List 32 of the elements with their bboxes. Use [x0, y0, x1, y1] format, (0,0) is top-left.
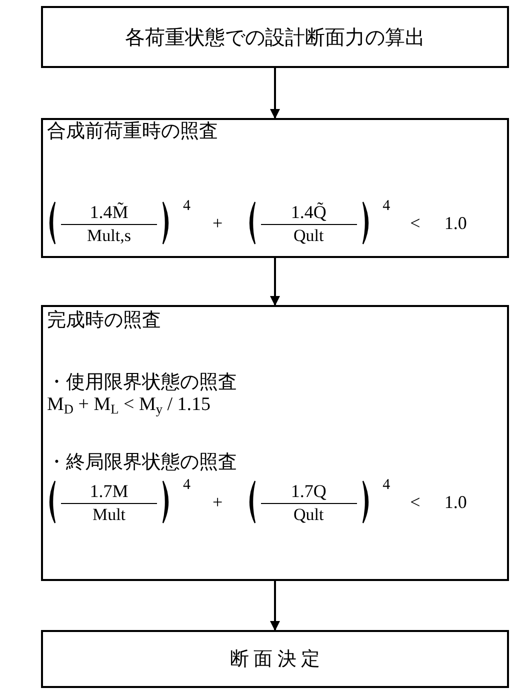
process-box	[41, 6, 509, 68]
arrow	[270, 258, 280, 306]
denominator: Mult,s	[86, 226, 132, 246]
numerator: 1.7Q	[290, 480, 328, 502]
numerator: 1.4M̃	[88, 200, 130, 222]
numerator: 1.7M	[88, 480, 130, 502]
operator: <	[410, 492, 420, 512]
exponent: 4	[382, 477, 390, 493]
process-box	[41, 630, 509, 688]
arrow	[270, 68, 280, 119]
process-box	[41, 305, 509, 581]
check-item: ・終局限界状態の照査	[47, 453, 237, 474]
process-title: 断 面 決 定	[230, 648, 320, 672]
section-heading: 合成前荷重時の照査	[47, 122, 218, 143]
exponent: 4	[382, 198, 390, 214]
check-item: ・使用限界状態の照査	[47, 373, 237, 394]
operator: +	[212, 212, 223, 234]
operator: +	[212, 492, 223, 512]
value: 1.0	[444, 492, 467, 512]
operator: <	[410, 212, 420, 234]
value: 1.0	[444, 212, 467, 234]
process-box	[41, 118, 509, 258]
section-heading: 完成時の照査	[47, 311, 161, 332]
denominator: Qult	[292, 504, 325, 524]
process-title: 各荷重状態での設計断面力の算出	[125, 26, 425, 50]
denominator: Qult	[292, 226, 325, 246]
formula: M$_{D}$ + M$_{L}$ < M$_{y}$ / 1.15	[47, 395, 211, 417]
numerator: 1.4Q̃	[290, 200, 328, 222]
arrow	[270, 581, 280, 631]
exponent: 4	[183, 198, 190, 214]
exponent: 4	[183, 477, 190, 493]
denominator: Mult	[91, 504, 127, 524]
